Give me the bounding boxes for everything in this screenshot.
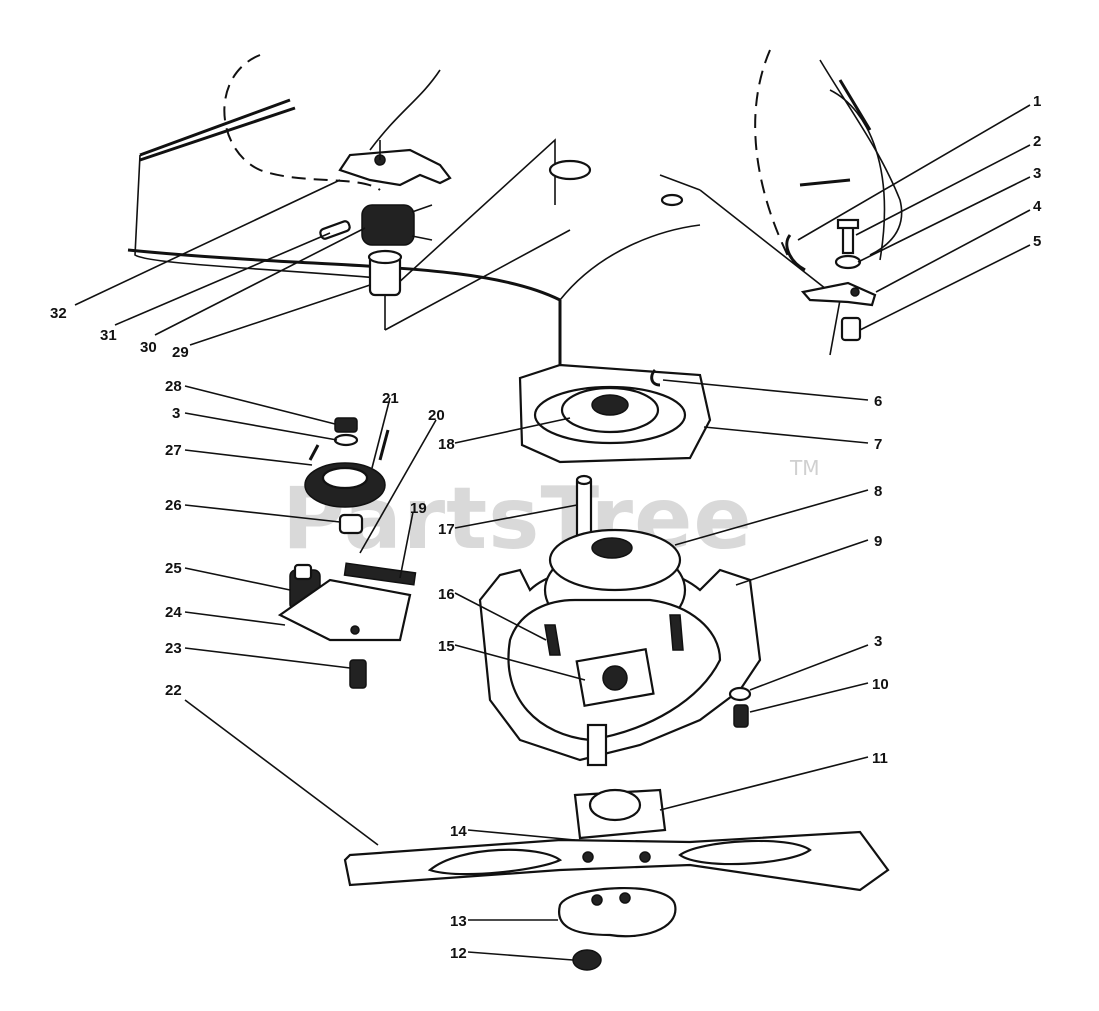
washer-right bbox=[728, 686, 752, 702]
callout-24: 24 bbox=[165, 604, 182, 621]
callout-32: 32 bbox=[50, 305, 67, 322]
upper-plate bbox=[518, 363, 712, 464]
callout-19: 19 bbox=[410, 500, 427, 517]
callout-1: 1 bbox=[1033, 93, 1041, 110]
callout-15: 15 bbox=[438, 638, 455, 655]
bolt-left bbox=[349, 659, 367, 689]
deck-housing bbox=[127, 49, 903, 396]
callout-6: 6 bbox=[874, 393, 882, 410]
callout-18: 18 bbox=[438, 436, 455, 453]
callout-21: 21 bbox=[382, 390, 399, 407]
washer-left bbox=[333, 433, 359, 447]
bracket-plate bbox=[277, 578, 412, 642]
blade-nut bbox=[572, 949, 602, 971]
callout-3-left: 3 bbox=[172, 405, 180, 422]
locknut bbox=[334, 417, 358, 433]
callout-31: 31 bbox=[100, 327, 117, 344]
mower-blade bbox=[343, 830, 890, 892]
callout-10: 10 bbox=[872, 676, 889, 693]
spacer-left bbox=[338, 513, 364, 535]
callout-7: 7 bbox=[874, 436, 882, 453]
callout-11: 11 bbox=[872, 750, 888, 767]
callout-27: 27 bbox=[165, 442, 182, 459]
callout-23: 23 bbox=[165, 640, 182, 657]
bushing bbox=[367, 249, 403, 297]
callout-29: 29 bbox=[172, 344, 189, 361]
callout-9: 9 bbox=[874, 533, 882, 550]
height-adjust-lever bbox=[338, 140, 452, 187]
bolt-right bbox=[733, 704, 749, 728]
idler-pulley bbox=[304, 429, 390, 508]
link-arm bbox=[800, 281, 877, 307]
callout-8: 8 bbox=[874, 483, 882, 500]
callout-12: 12 bbox=[450, 945, 467, 962]
drive-housing bbox=[478, 528, 762, 767]
hairpin-clip bbox=[785, 234, 806, 272]
leader-lines bbox=[74, 104, 1031, 961]
callout-labels: 1 2 3 4 5 6 7 8 9 10 11 12 13 14 15 16 1… bbox=[50, 93, 1042, 962]
callout-16: 16 bbox=[438, 586, 455, 603]
callout-22: 22 bbox=[165, 682, 182, 699]
callout-5: 5 bbox=[1033, 233, 1041, 250]
callout-30: 30 bbox=[140, 339, 157, 356]
shaft bbox=[575, 474, 593, 540]
callout-26: 26 bbox=[165, 497, 182, 514]
callout-2: 2 bbox=[1033, 133, 1041, 150]
callout-4: 4 bbox=[1033, 198, 1042, 215]
belt-guide bbox=[343, 562, 417, 586]
stiffener bbox=[557, 886, 677, 938]
callout-20: 20 bbox=[428, 407, 445, 424]
callout-28: 28 bbox=[165, 378, 182, 395]
callout-3-right: 3 bbox=[874, 633, 882, 650]
torsion-spring bbox=[361, 204, 433, 246]
bolt bbox=[836, 218, 860, 255]
spacer bbox=[840, 316, 862, 342]
washer bbox=[834, 254, 862, 270]
mounting-plane-lines bbox=[384, 138, 841, 356]
callout-17: 17 bbox=[438, 521, 455, 538]
callout-25: 25 bbox=[165, 560, 182, 577]
callout-13: 13 bbox=[450, 913, 467, 930]
blade-adapter bbox=[573, 788, 667, 840]
callout-3: 3 bbox=[1033, 165, 1041, 182]
callout-14: 14 bbox=[450, 823, 467, 840]
watermark-trademark: TM bbox=[789, 456, 819, 480]
